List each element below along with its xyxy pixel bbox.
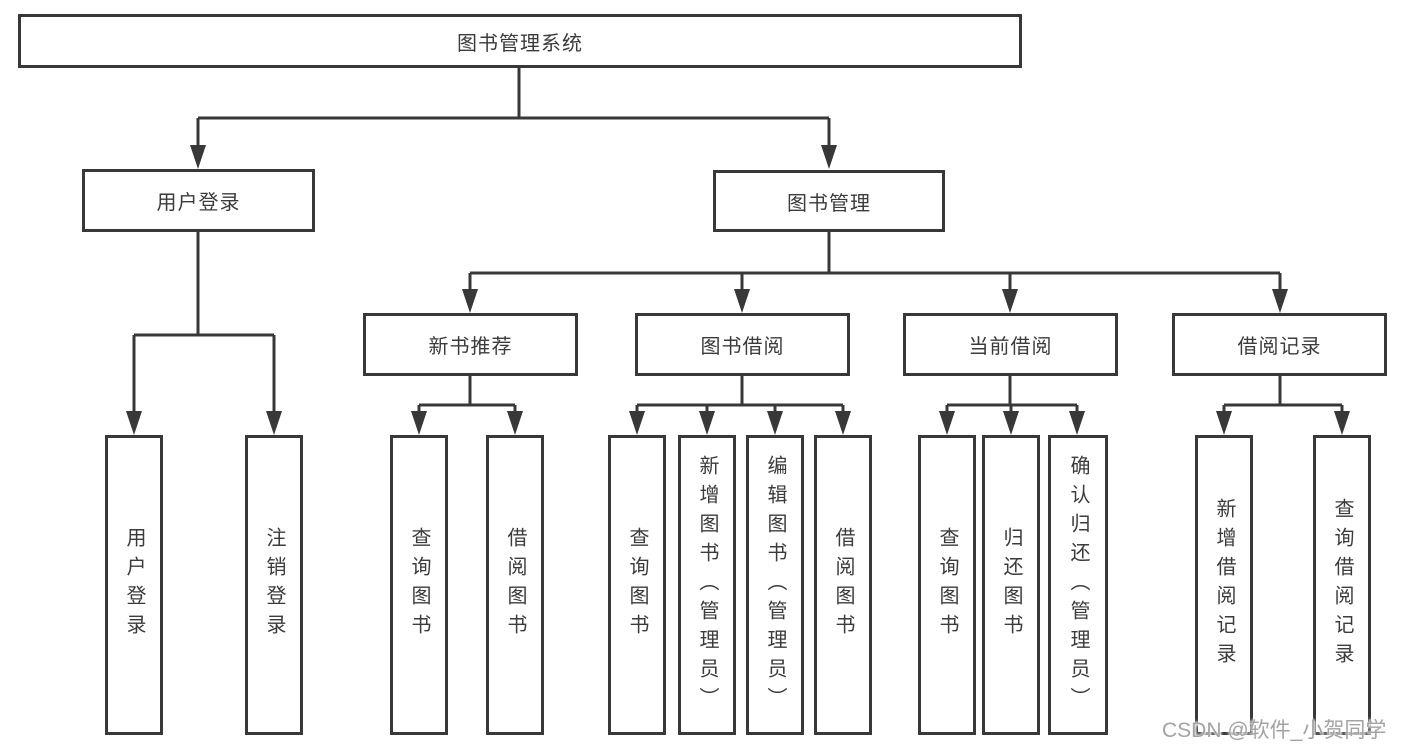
leaf-return-books: 归还图书	[982, 435, 1040, 735]
node-book-borrowing: 图书借阅	[635, 313, 850, 376]
leaf-label: 新增图书（管理员）	[696, 454, 718, 716]
leaf-label: 查询图书	[626, 527, 648, 643]
node-label: 图书管理	[787, 192, 871, 215]
watermark: CSDN @软件_小贺同学	[1162, 719, 1387, 742]
node-label: 图书管理系统	[457, 32, 583, 55]
leaf-borrow-books-recommend: 借阅图书	[486, 435, 544, 735]
leaf-user-login: 用户登录	[105, 435, 163, 735]
leaf-edit-book-admin: 编辑图书（管理员）	[746, 435, 804, 735]
node-library-management-system: 图书管理系统	[18, 14, 1022, 68]
leaf-confirm-return-admin: 确认归还（管理员）	[1048, 435, 1108, 735]
leaf-label: 归还图书	[1000, 527, 1022, 643]
leaf-add-borrow-record: 新增借阅记录	[1195, 435, 1253, 735]
leaf-logout: 注销登录	[245, 435, 303, 735]
leaf-borrow-books-borrow: 借阅图书	[814, 435, 872, 735]
node-user-login: 用户登录	[82, 169, 315, 232]
leaf-label: 注销登录	[263, 527, 285, 643]
leaf-label: 查询图书	[936, 527, 958, 643]
leaf-query-books-current: 查询图书	[918, 435, 976, 735]
node-borrowing-records: 借阅记录	[1172, 313, 1387, 376]
leaf-label: 查询图书	[408, 527, 430, 643]
leaf-label: 借阅图书	[504, 527, 526, 643]
leaf-label: 借阅图书	[832, 527, 854, 643]
node-label: 当前借阅	[968, 336, 1053, 358]
leaf-label: 编辑图书（管理员）	[764, 454, 786, 716]
leaf-label: 新增借阅记录	[1213, 498, 1235, 672]
leaf-query-books-borrow: 查询图书	[608, 435, 666, 735]
leaf-add-book-admin: 新增图书（管理员）	[678, 435, 736, 735]
node-new-book-recommend: 新书推荐	[363, 313, 578, 376]
node-label: 用户登录	[156, 192, 241, 214]
leaf-label: 用户登录	[123, 527, 145, 643]
node-label: 借阅记录	[1237, 336, 1322, 358]
node-label: 新书推荐	[428, 336, 513, 358]
leaf-label: 查询借阅记录	[1331, 498, 1353, 672]
node-book-management: 图书管理	[713, 170, 945, 232]
leaf-label: 确认归还（管理员）	[1067, 454, 1089, 716]
node-current-borrowing: 当前借阅	[903, 313, 1118, 376]
leaf-query-books-recommend: 查询图书	[390, 435, 448, 735]
leaf-query-borrow-record: 查询借阅记录	[1313, 435, 1371, 735]
node-label: 图书借阅	[700, 336, 785, 358]
